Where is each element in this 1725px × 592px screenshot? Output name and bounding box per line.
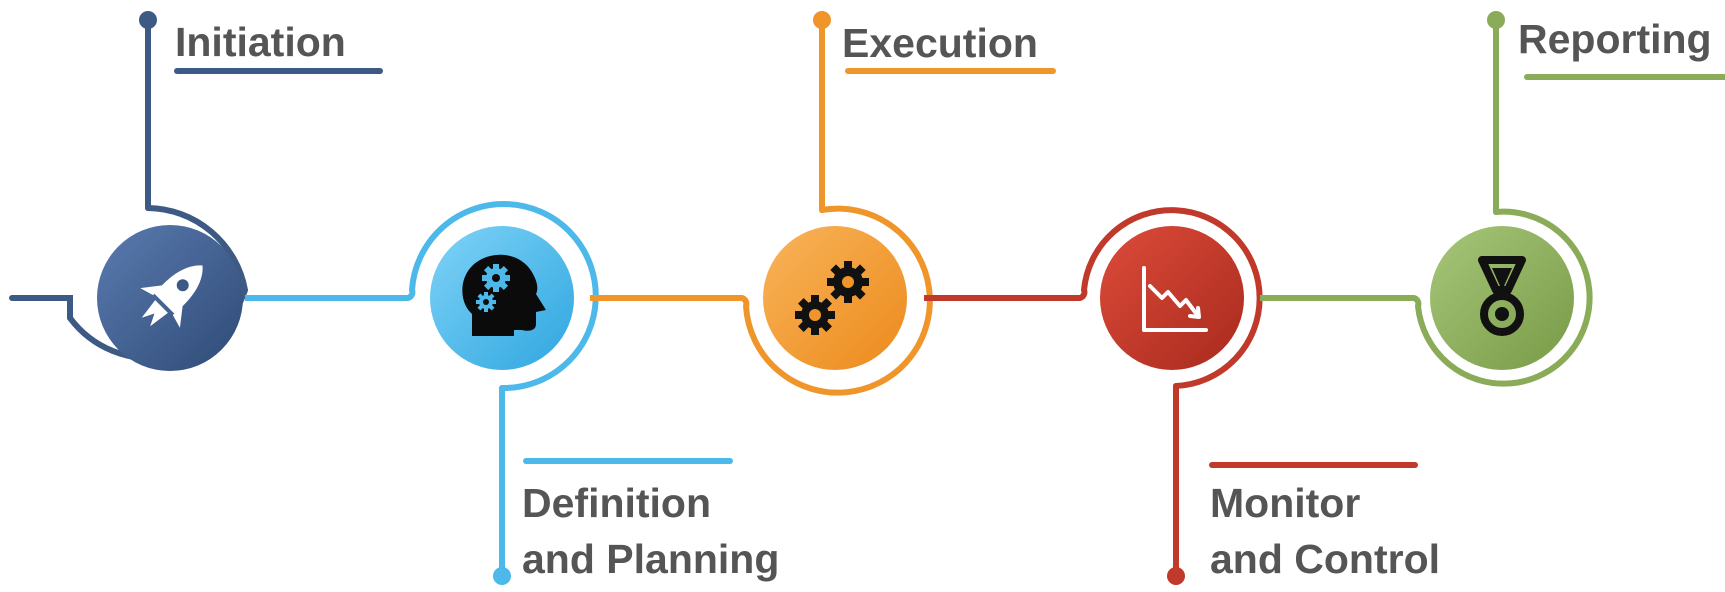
connector-execution-monitor [924, 288, 1088, 301]
stage-definition [409, 201, 733, 585]
stage-label-reporting: Reporting [1518, 16, 1712, 62]
stage-reporting [1415, 11, 1725, 387]
initiation-dot [139, 11, 157, 29]
reporting-dot [1487, 11, 1505, 29]
medal-icon [1478, 256, 1526, 336]
head-gears-icon [462, 254, 546, 336]
initiation-connector-left [9, 295, 73, 321]
connector-monitor-reporting [1260, 295, 1422, 308]
connector-initiation-definition [245, 288, 416, 301]
stage-label-definition-line2: and Planning [522, 536, 780, 582]
gears-icon [795, 261, 869, 335]
stage-label-monitor: Monitor and Control [1210, 475, 1440, 587]
stage-label-monitor-line1: Monitor [1210, 480, 1361, 526]
stage-label-execution: Execution [842, 20, 1038, 66]
stage-label-definition-line1: Definition [522, 480, 712, 526]
stage-execution [743, 11, 1056, 396]
definition-ring [409, 201, 599, 392]
monitor-dot [1167, 567, 1185, 585]
execution-dot [813, 11, 831, 29]
definition-dot [493, 567, 511, 585]
stage-monitor [1081, 207, 1418, 585]
stage-label-monitor-line2: and Control [1210, 536, 1441, 582]
rocket-icon [140, 265, 203, 328]
connector-definition-execution [590, 295, 750, 308]
execution-ring [743, 205, 933, 396]
stage-label-definition: Definition and Planning [522, 475, 779, 587]
reporting-ring [1415, 208, 1593, 387]
stage-label-initiation: Initiation [175, 19, 346, 65]
stage-initiation [9, 11, 383, 362]
monitor-ring [1081, 207, 1263, 389]
declining-chart-icon [1142, 266, 1208, 332]
